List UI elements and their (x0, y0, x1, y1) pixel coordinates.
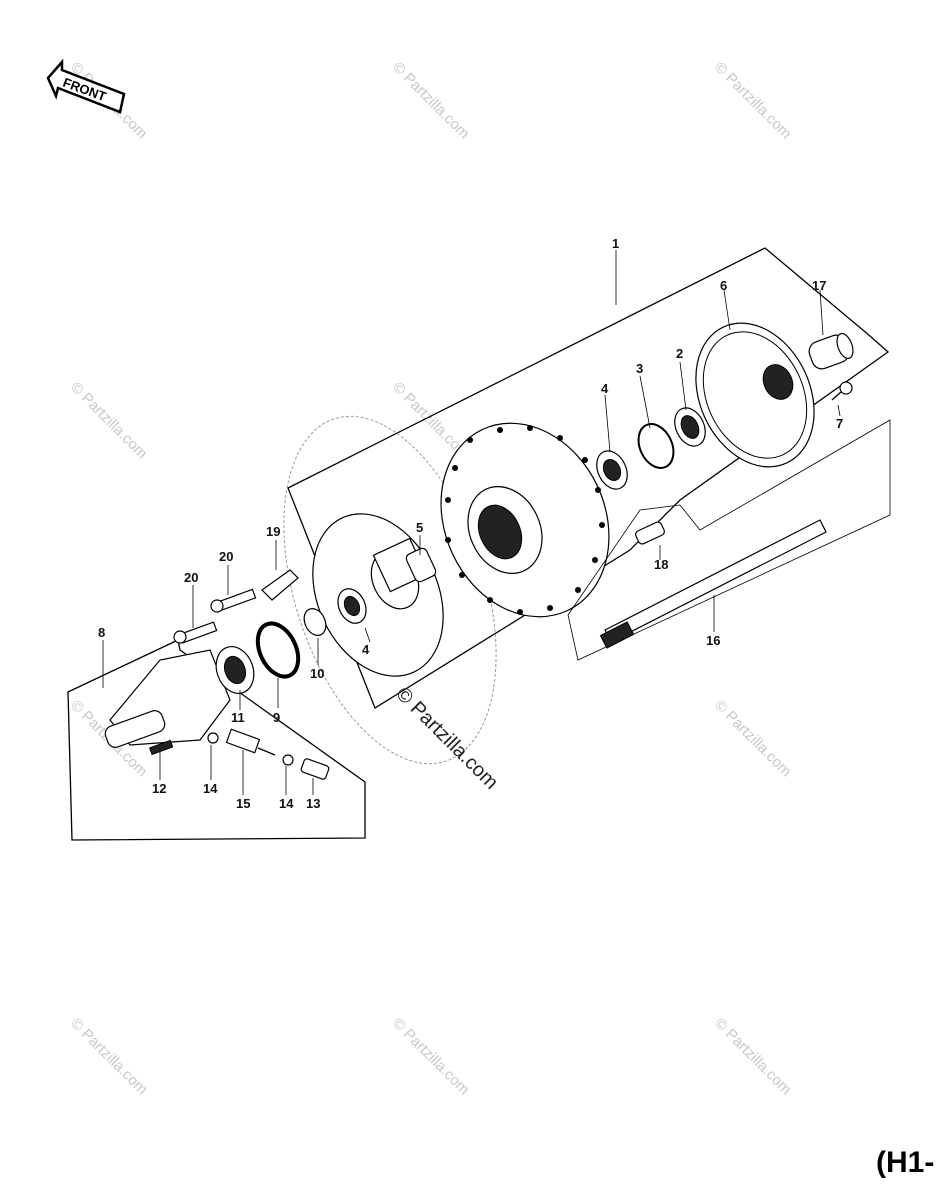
callout-20a: 20 (219, 549, 233, 564)
callout-14a: 14 (203, 781, 218, 796)
washer (303, 608, 327, 636)
callout-13: 13 (306, 796, 320, 811)
washer-small-right (282, 754, 294, 766)
bushing (300, 758, 330, 780)
leader-lines (102, 250, 841, 795)
axle (599, 519, 827, 649)
callout-16: 16 (706, 633, 720, 648)
callout-2: 2 (676, 346, 683, 361)
callout-15: 15 (236, 796, 250, 811)
circlip (637, 423, 675, 469)
pin (148, 739, 174, 756)
center-watermark: © Partzilla.com (391, 683, 502, 794)
speedometer-gearbox (104, 649, 231, 748)
bearing-right (596, 450, 628, 490)
callout-19: 19 (266, 524, 280, 539)
callout-18: 18 (654, 557, 668, 572)
bearing-left (337, 588, 367, 624)
callout-3: 3 (636, 361, 643, 376)
watermark: © Partzilla.com (67, 379, 150, 462)
screw-7 (831, 381, 853, 401)
callout-5: 5 (416, 520, 423, 535)
washer-small-left (207, 732, 219, 744)
oil-seal (674, 407, 706, 447)
callout-7: 7 (836, 416, 843, 431)
callout-9: 9 (273, 710, 280, 725)
seal-ring (255, 621, 301, 679)
stopper-plate (261, 569, 299, 601)
pinion-gear (225, 728, 276, 756)
callout-8: 8 (98, 625, 105, 640)
diagram-code: (H1- (876, 1146, 934, 1179)
drive-gear (215, 646, 255, 694)
watermark: © Partzilla.com (389, 59, 472, 142)
watermark: © Partzilla.com (389, 1015, 472, 1098)
callout-11: 11 (231, 710, 245, 725)
callout-12: 12 (152, 781, 166, 796)
hub-cover (695, 322, 815, 468)
callout-10: 10 (310, 666, 324, 681)
callout-6: 6 (720, 278, 727, 293)
collar (808, 332, 854, 370)
spacer (405, 547, 437, 583)
bolt-18 (635, 521, 665, 545)
callout-20b: 20 (184, 570, 198, 585)
callouts: 1 2 3 4 6 17 7 5 19 20 20 8 4 10 11 9 12… (98, 236, 843, 811)
wheel-hub (440, 422, 610, 618)
bolt-20a (210, 588, 257, 613)
callout-14b: 14 (279, 796, 294, 811)
callout-17: 17 (812, 278, 826, 293)
callout-4a: 4 (601, 381, 609, 396)
callout-4b: 4 (362, 642, 370, 657)
watermark: © Partzilla.com (67, 1015, 150, 1098)
bolt-20b (173, 621, 218, 644)
watermark: © Partzilla.com (711, 697, 794, 780)
callout-1: 1 (612, 236, 619, 251)
watermark: © Partzilla.com (711, 1015, 794, 1098)
watermark: © Partzilla.com (711, 59, 794, 142)
